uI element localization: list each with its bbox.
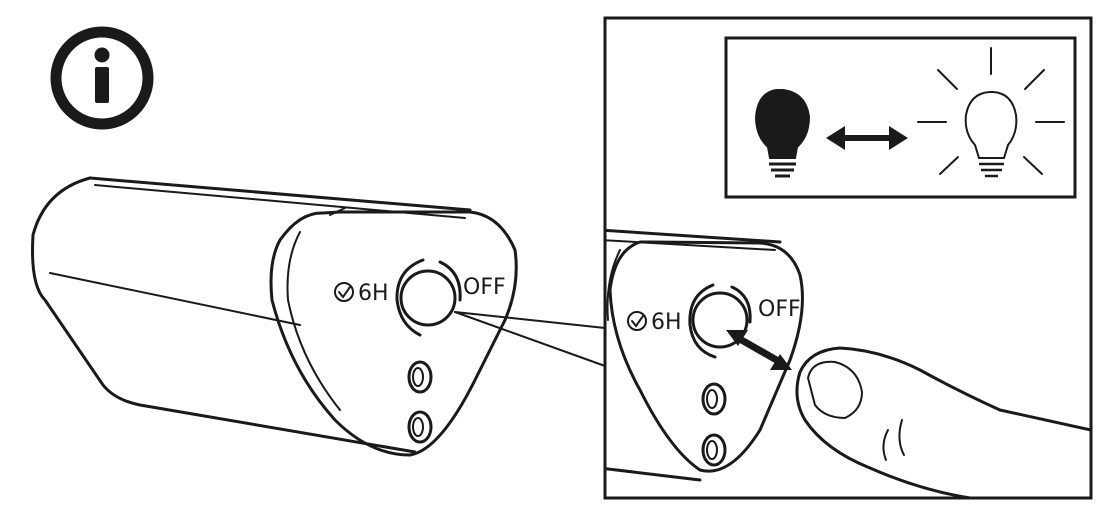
device-body <box>31 176 472 454</box>
double-arrow-icon <box>826 126 908 150</box>
press-double-arrow-icon <box>726 330 792 370</box>
light-bulb-off-icon <box>754 89 811 178</box>
press-button-finger-icon <box>795 346 1091 498</box>
clock-check-icon <box>627 311 647 331</box>
power-button[interactable] <box>399 269 457 327</box>
device-off-label: OFF <box>463 275 506 300</box>
device-timer-label: 6H <box>358 281 389 306</box>
zoom-timer-label: 6H <box>651 310 682 335</box>
device-end-cap <box>269 210 518 457</box>
device-screw-bottom <box>407 410 433 444</box>
zoom-panel: 6H OFF <box>603 16 1093 500</box>
zoom-screw-top <box>701 382 727 416</box>
clock-check-icon <box>334 282 354 302</box>
zoom-off-label: OFF <box>758 297 801 322</box>
device-control-panel: 6H OFF <box>334 258 506 444</box>
zoom-device: 6H OFF <box>605 228 1091 498</box>
device-screw-top <box>407 360 433 394</box>
bulb-toggle-panel <box>724 36 1077 199</box>
zoom-screw-bottom <box>701 433 727 467</box>
zoom-callout <box>454 311 606 367</box>
light-bulb-on-icon <box>917 47 1065 178</box>
info-icon <box>50 26 154 130</box>
